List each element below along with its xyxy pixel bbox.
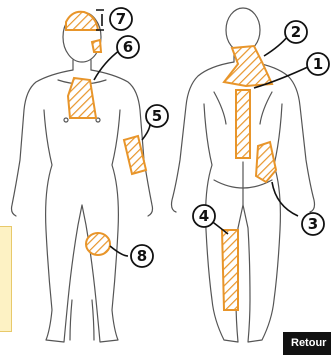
callout-3-label: 3	[308, 215, 318, 233]
region-temple	[92, 40, 101, 52]
region-knee	[86, 233, 110, 255]
callout-4: 4	[193, 205, 228, 234]
region-calf	[222, 230, 238, 310]
callout-2: 2	[264, 21, 307, 56]
callout-8-label: 8	[137, 247, 147, 265]
pain-regions	[66, 12, 276, 310]
callout-1-label: 1	[313, 55, 323, 73]
callout-4-label: 4	[199, 207, 209, 225]
callout-7-label: 7	[116, 10, 126, 28]
callout-7: 7	[96, 8, 132, 30]
callout-5: 5	[142, 105, 168, 140]
front-body-figure	[12, 12, 153, 342]
region-head	[66, 12, 98, 30]
back-button[interactable]: Retour	[283, 332, 331, 355]
side-note-panel	[0, 226, 12, 332]
region-spine	[236, 90, 250, 158]
region-chest	[68, 78, 96, 118]
callout-2-label: 2	[291, 23, 301, 41]
callout-6-label: 6	[123, 38, 133, 56]
region-hip	[256, 142, 276, 182]
callout-5-label: 5	[152, 107, 162, 125]
region-neck-shoulders	[224, 46, 272, 86]
